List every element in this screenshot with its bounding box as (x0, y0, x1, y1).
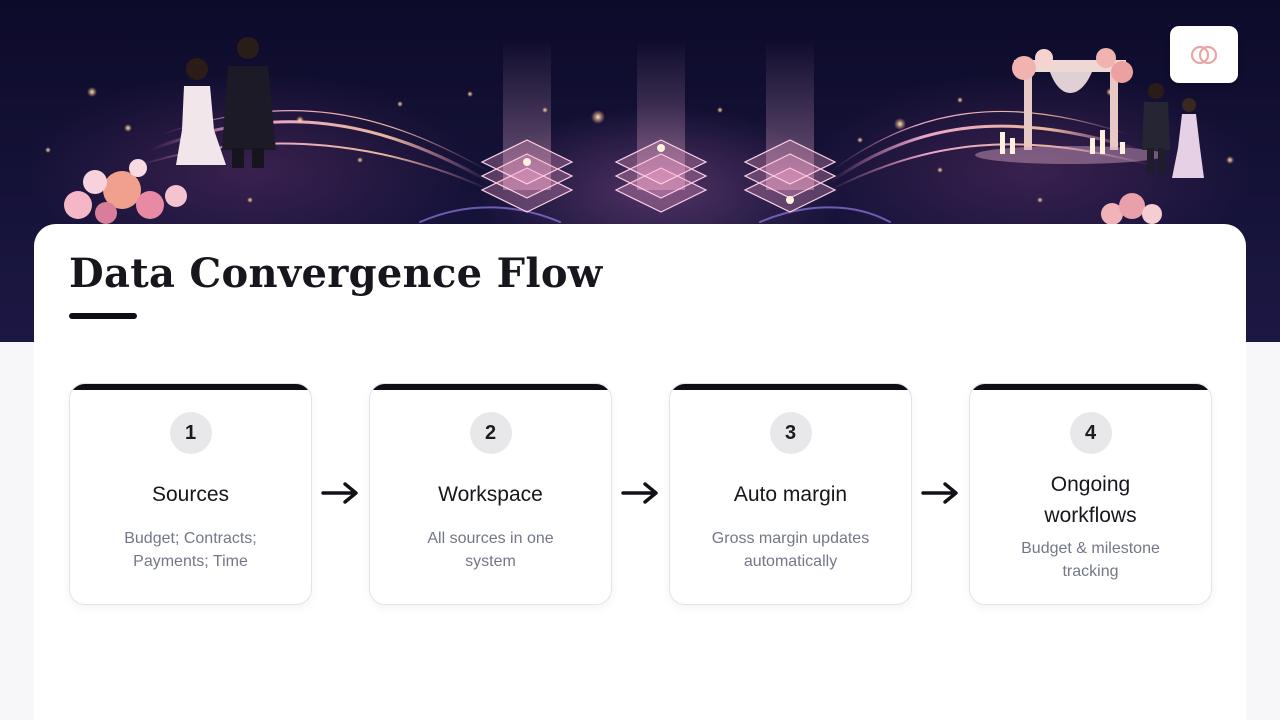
step-number-badge: 1 (169, 412, 212, 454)
couple-right-illustration (1142, 83, 1204, 178)
hero-illustration (45, 37, 1234, 225)
step-number-badge: 2 (469, 412, 512, 454)
flower-bouquet-left (64, 159, 187, 224)
step-card-auto-margin: 3 Auto margin Gross margin updates autom… (669, 383, 912, 605)
step-title: Ongoing workflows (1044, 472, 1137, 527)
step-description: All sources in one system (427, 530, 554, 570)
step-card-body: Ongoing workflows Budget & milestone tra… (980, 462, 1201, 590)
interlocked-rings-icon (1190, 45, 1218, 64)
logo-badge (1170, 26, 1238, 83)
step-description: Budget & milestone tracking (1021, 540, 1160, 581)
arrow-right-icon (321, 482, 358, 504)
arrow-right-icon (621, 482, 658, 504)
wedding-arch-illustration (975, 48, 1165, 164)
step-description: Budget; Contracts; Payments; Time (124, 530, 257, 570)
title-underline (69, 313, 137, 319)
step-title: Workspace (438, 483, 543, 506)
flower-cluster-right (1101, 193, 1162, 225)
step-card-body: Workspace All sources in one system (380, 462, 601, 590)
step-title: Auto margin (733, 483, 848, 506)
step-number-badge: 3 (769, 412, 812, 454)
data-layer-stacks (480, 139, 837, 213)
step-description: Gross margin updates automatically (711, 530, 870, 570)
step-card-workspace: 2 Workspace All sources in one system (369, 383, 612, 605)
step-card-ongoing-workflows: 4 Ongoing workflows Budget & milestone t… (969, 383, 1212, 605)
step-card-body: Sources Budget; Contracts; Payments; Tim… (80, 462, 301, 590)
step-card-sources: 1 Sources Budget; Contracts; Payments; T… (69, 383, 312, 605)
page-title: Data Convergence Flow (69, 250, 603, 297)
content-panel: Data Convergence Flow 1 Sources Budget; … (34, 224, 1246, 720)
arrow-right-icon (921, 482, 958, 504)
step-number-badge: 4 (1069, 412, 1112, 454)
step-title: Sources (151, 483, 230, 506)
couple-left-illustration (176, 37, 276, 168)
step-card-body: Auto margin Gross margin updates automat… (680, 462, 901, 590)
